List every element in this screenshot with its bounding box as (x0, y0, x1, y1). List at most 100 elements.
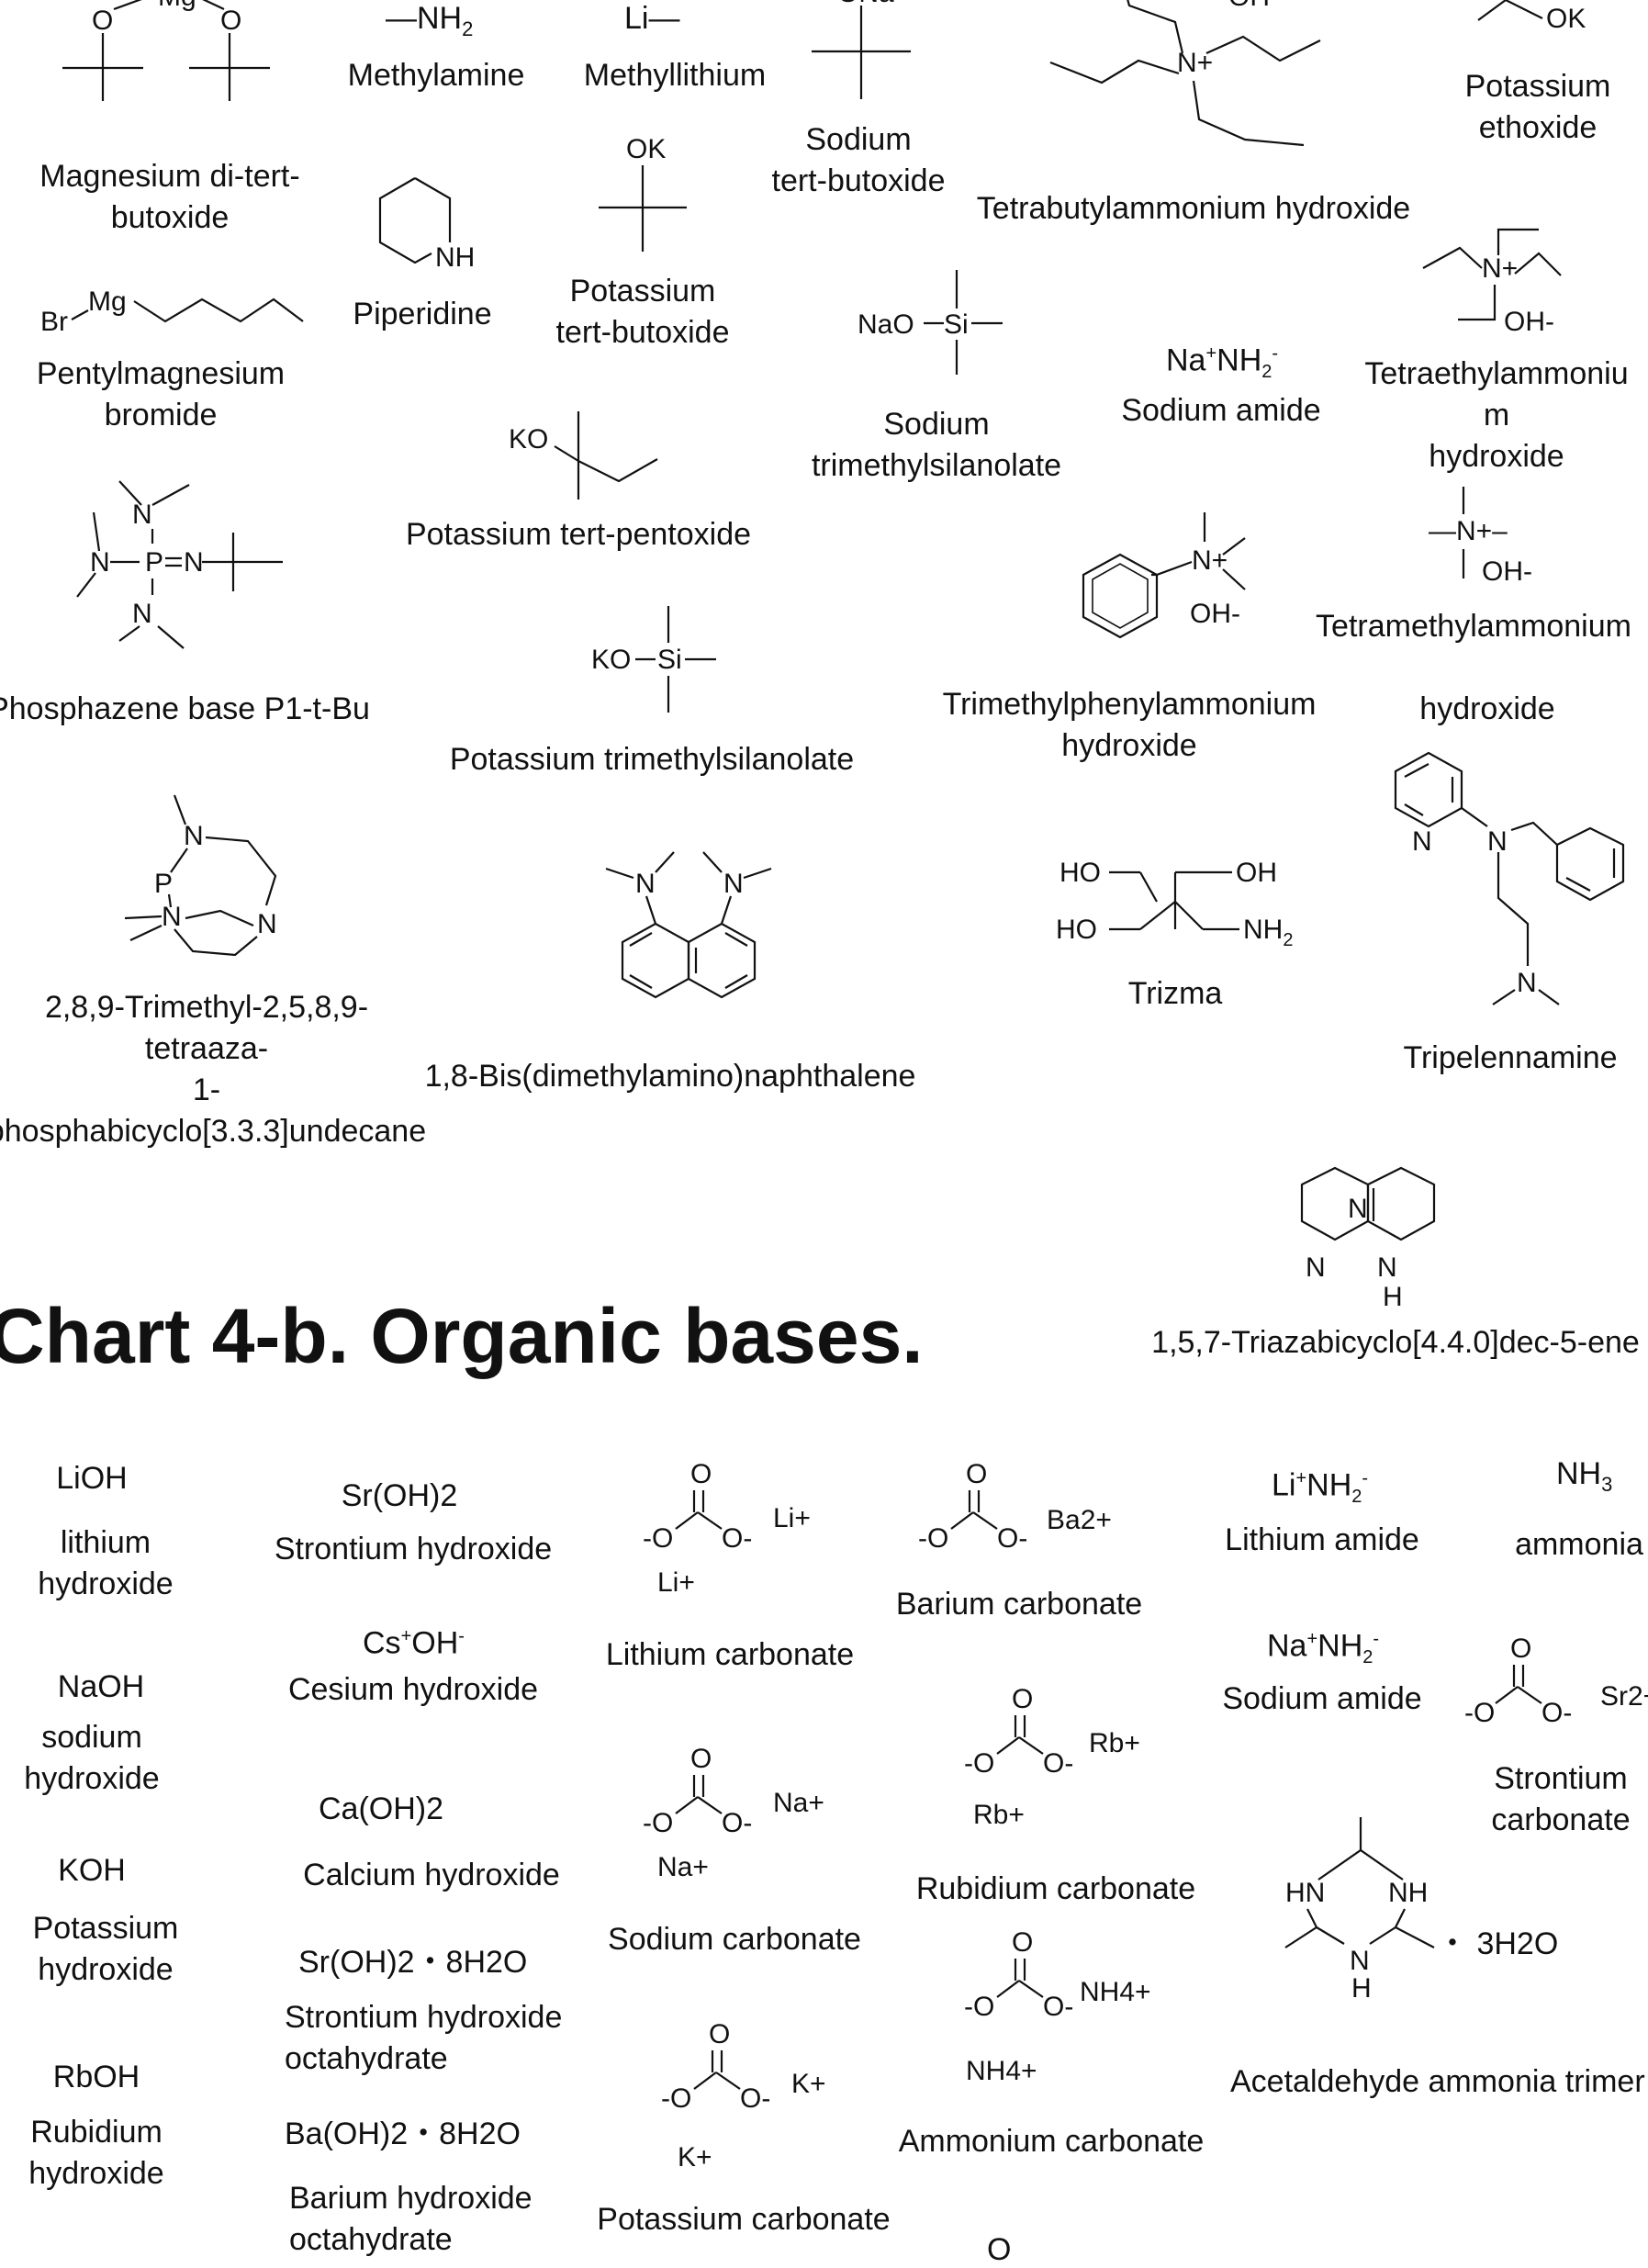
cation: Na+ (773, 1788, 824, 1818)
compound-name: Tetraethylammoniu m hydroxide (1364, 356, 1629, 474)
tetramethylammonium-hydroxide-structure: —N+– OH- (1429, 487, 1532, 587)
compound-name: Lithium amide (1225, 1522, 1419, 1557)
compound-name: Barium carbonate (895, 1587, 1143, 1622)
compound-name: Tetrabutylammonium hydroxide (976, 191, 1411, 226)
n-atom: N (1487, 826, 1508, 857)
formula: Ca(OH)2 (318, 1791, 444, 1826)
formula: RbOH (52, 2060, 140, 2094)
nh2-atom: NH2 (1243, 915, 1293, 950)
ok-atom: OK (626, 134, 666, 164)
o-minus: -O (661, 2083, 691, 2114)
oh-anion: OH- (1190, 599, 1240, 629)
ona-atom: ONa (837, 0, 894, 8)
formula: Li+NH2- (1272, 1467, 1369, 1508)
compound-name: 1,8-Bis(dimethylamino)naphthalene (424, 1059, 916, 1094)
sodium-amide-formula: Na+NH2- (1166, 342, 1279, 383)
cation: Ba2+ (1047, 1505, 1112, 1535)
si-atom: Si (944, 309, 969, 340)
n-atom: N (90, 547, 110, 578)
n-atom: N (162, 902, 182, 932)
compound-name: Potassium tert-pentoxide (405, 517, 752, 552)
compound-name: 2,8,9-Trimethyl-2,5,8,9- tetraaza- 1- ph… (0, 990, 427, 1149)
o-atom: O (92, 6, 113, 36)
o-minus: O- (740, 2083, 770, 2114)
pentylmagnesium-bromide-structure: Br Mg (40, 286, 304, 337)
tetrabutylammonium-hydroxide-structure: OH- N+ (1049, 0, 1321, 147)
sodium-trimethylsilanolate-structure: NaO Si (858, 270, 1003, 375)
br-atom: Br (40, 307, 68, 337)
oh-anion: OH- (1504, 307, 1554, 337)
oh-anion: OH- (1482, 556, 1532, 587)
o-minus: O- (1541, 1698, 1572, 1728)
compound-name: Sodium trimethylsilanolate (811, 407, 1062, 483)
h-atom: H (1351, 1973, 1372, 2004)
o-atom: O (1012, 1684, 1033, 1714)
o-atom: O (690, 1459, 712, 1489)
si-atom: Si (657, 645, 682, 675)
rubidium-carbonate-structure: O -O O- Rb+ Rb+ (964, 1684, 1140, 1830)
potassium-carbonate-structure: O -O O- K+ K+ (661, 2019, 826, 2173)
cation: Sr2+ (1600, 1681, 1648, 1712)
potassium-tert-butoxide-structure: OK (599, 134, 687, 252)
o-minus: -O (1464, 1698, 1495, 1728)
n-atom: N (1412, 826, 1432, 857)
mg-atom: Mg (88, 286, 127, 317)
compound-name: Potassium carbonate (597, 2202, 891, 2237)
cation: Rb+ (1089, 1728, 1140, 1758)
ho-atom: HO (1056, 915, 1097, 945)
cation: K+ (791, 2069, 826, 2099)
mg-atom: Mg (158, 0, 196, 12)
o-atom: O (709, 2019, 730, 2049)
n-atom: N (1306, 1252, 1326, 1283)
formula: Sr(OH)2・8H2O (298, 1945, 528, 1980)
formula: Cs+OH- (363, 1625, 465, 1661)
o-atom: O (1510, 1634, 1531, 1664)
n-atom: N (184, 821, 204, 851)
piperidine-structure: NH (378, 177, 475, 273)
n-cation: N+ (1482, 253, 1518, 284)
o-atom: O (1012, 1927, 1033, 1958)
lithium-carbonate-structure: O -O O- Li+ Li+ (643, 1459, 811, 1598)
compound-name: Lithium carbonate (605, 1637, 855, 1672)
n-atom: N (257, 909, 277, 939)
tripelennamine-structure: N N N (1394, 751, 1625, 1005)
formula: Ba(OH)2・8H2O (285, 2116, 521, 2151)
cation: Na+ (657, 1852, 709, 1882)
compound-name: Cesium hydroxide (287, 1672, 539, 1707)
ammonium-carbonate-structure: O -O O- NH4+ NH4+ (964, 1927, 1151, 2086)
compound-name: Strontium hydroxide (274, 1532, 553, 1566)
o-atom: O (690, 1744, 712, 1774)
p-atom: P (154, 869, 173, 899)
compound-name: Methylamine (347, 58, 525, 93)
h-atom: H (1383, 1282, 1403, 1312)
barium-carbonate-structure: O -O O- Ba2+ (918, 1459, 1112, 1554)
formula: LiOH (56, 1461, 128, 1496)
compound-name: Acetaldehyde ammonia trimer (1230, 2064, 1645, 2099)
n-cation: —N+– (1429, 516, 1508, 546)
cation: K+ (678, 2142, 712, 2173)
o-minus: O- (997, 1523, 1027, 1554)
cation: Li+ (773, 1503, 811, 1533)
compound-name: Potassium ethoxide (1464, 69, 1611, 145)
compound-name: Trimethylphenylammonium hydroxide (942, 687, 1317, 763)
cation: NH4+ (1080, 1977, 1151, 2007)
o-minus: O- (1043, 1748, 1073, 1779)
chart-title: Chart 4-b. Organic bases. (0, 1293, 924, 1379)
formula: Na+NH2- (1267, 1628, 1380, 1668)
o-minus: -O (643, 1523, 673, 1554)
compound-name: Sodium carbonate (608, 1922, 861, 1957)
compound-name: Rubidium carbonate (915, 1871, 1196, 1906)
n-atom: N (1517, 968, 1537, 998)
n-atom: N (132, 599, 152, 629)
acetaldehyde-ammonia-trimer-structure: HN NH N H (1284, 1817, 1435, 2004)
oh-atom: OH (1236, 858, 1277, 888)
nh-atom: NH (1388, 1878, 1428, 1908)
methylamine-formula: —NH2 (386, 1, 474, 40)
n-atom: N (1377, 1252, 1397, 1283)
nao-si-formula: NaO (858, 309, 914, 340)
